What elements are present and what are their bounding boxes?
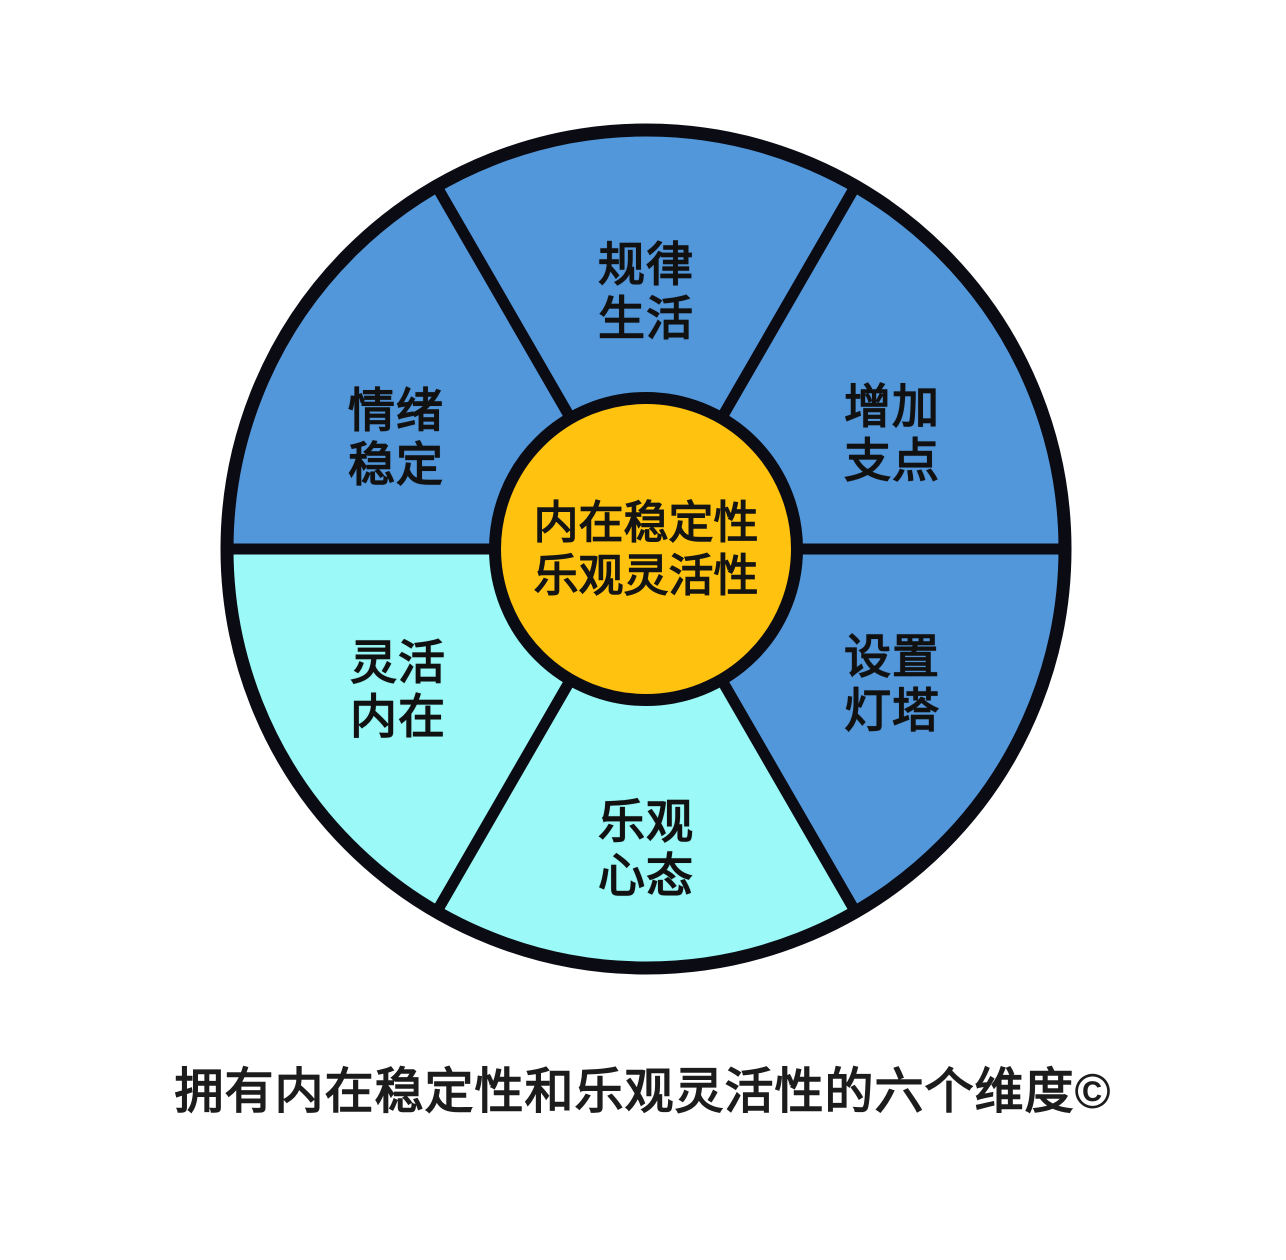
wheel-hub-circle[interactable] (489, 392, 803, 706)
diagram-caption: 拥有内在稳定性和乐观灵活性的六个维度© (174, 1065, 1112, 1119)
wheel-outer-ring (220, 123, 1072, 975)
